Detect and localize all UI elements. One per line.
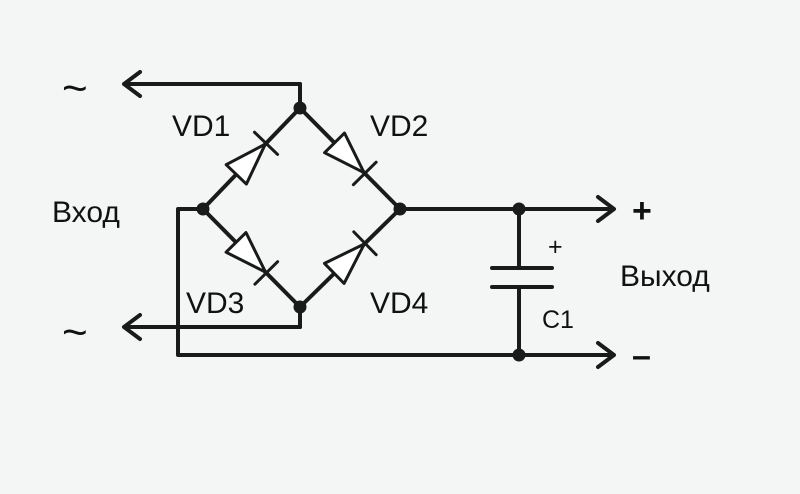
capacitor-c1	[490, 207, 554, 357]
diode-vd4	[322, 230, 378, 285]
plus-output-sign: +	[632, 192, 652, 230]
positive-rail	[398, 195, 616, 223]
diode-vd2	[323, 131, 378, 187]
junction-bottom	[293, 300, 307, 314]
ac-symbol-top: ~	[62, 64, 88, 113]
capacitor-label: C1	[542, 306, 574, 334]
junction-right	[393, 202, 407, 216]
junction-top	[293, 101, 307, 115]
label-vd3: VD3	[186, 287, 244, 320]
diode-vd3	[224, 231, 280, 286]
negative-rail	[176, 207, 616, 369]
label-vd1: VD1	[172, 110, 230, 143]
minus-output-sign: –	[632, 337, 651, 375]
junction-left	[196, 202, 210, 216]
label-vd2: VD2	[370, 110, 428, 143]
output-label: Выход	[620, 260, 710, 293]
junction-dots	[196, 101, 526, 362]
junction-cap-top	[512, 202, 526, 216]
input-label: Вход	[52, 196, 120, 229]
label-vd4: VD4	[370, 287, 428, 320]
junction-cap-bottom	[512, 348, 526, 362]
diode-vd1	[224, 130, 280, 186]
ac-symbol-bottom: ~	[62, 308, 88, 357]
top-ac-terminal	[122, 70, 302, 110]
capacitor-plus-sign: +	[548, 233, 563, 261]
